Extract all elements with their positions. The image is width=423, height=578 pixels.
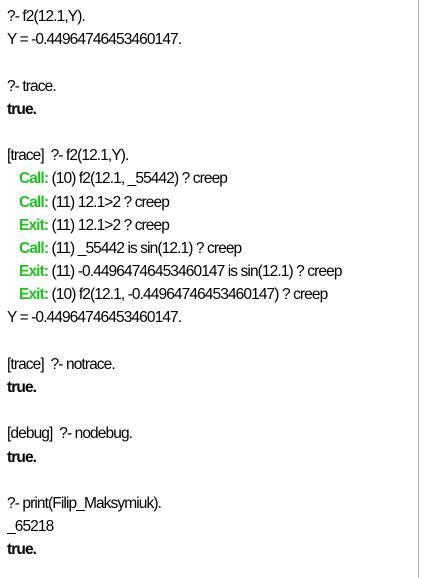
trace-line: Exit: (11) 12.1>2 ? creep [7, 214, 418, 237]
result-true: true. [7, 100, 37, 118]
query-line: [trace] ?- notrace. [7, 355, 116, 373]
trace-port-label: Call: [19, 193, 49, 211]
blank-line [7, 399, 418, 422]
trace-port-label: Exit: [19, 263, 49, 281]
query-line: [trace] ?- f2(12.1,Y). [7, 147, 129, 165]
trace-port-label: Exit: [19, 286, 49, 304]
blank-line [7, 330, 418, 353]
trace-port-label: Exit: [19, 216, 49, 234]
trace-goal: (11) 12.1>2 ? creep [48, 193, 170, 211]
blank-line [7, 51, 418, 74]
query-line: ?- print(Filip_Maksymiuk). [7, 494, 162, 512]
trace-port-label: Call: [19, 239, 49, 257]
trace-goal: (10) f2(12.1, _55442) ? creep [48, 170, 228, 188]
result-true: true. [7, 379, 37, 396]
query-line: [debug] ?- nodebug. [7, 425, 133, 443]
query-line: ?- trace. [7, 77, 57, 95]
answer-line: Y = -0.44964746453460147. [7, 309, 182, 327]
trace-goal: (10) f2(12.1, -0.44964746453460147) ? cr… [48, 286, 329, 304]
trace-goal: (11) 12.1>2 ? creep [48, 216, 170, 234]
blank-line [7, 469, 418, 492]
trace-line: Exit: (10) f2(12.1, -0.44964746453460147… [7, 283, 418, 306]
trace-port-label: Call: [19, 170, 49, 188]
result-true: true. [7, 448, 37, 466]
query-line: ?- f2(12.1,Y). [7, 8, 86, 25]
trace-line: Exit: (11) -0.44964746453460147 is sin(1… [7, 260, 418, 283]
answer-line: Y = -0.44964746453460147. [7, 31, 182, 49]
trace-line: Call: (11) _55442 is sin(12.1) ? creep [7, 237, 418, 260]
output-line: _65218 [7, 518, 54, 536]
trace-goal: (11) -0.44964746453460147 is sin(12.1) ?… [48, 263, 343, 281]
trace-line: Call: (11) 12.1>2 ? creep [7, 191, 418, 214]
blank-line [7, 121, 418, 144]
trace-goal: (11) _55442 is sin(12.1) ? creep [48, 239, 243, 257]
trace-line: Call: (10) f2(12.1, _55442) ? creep [7, 167, 418, 190]
result-true: true. [7, 541, 37, 559]
